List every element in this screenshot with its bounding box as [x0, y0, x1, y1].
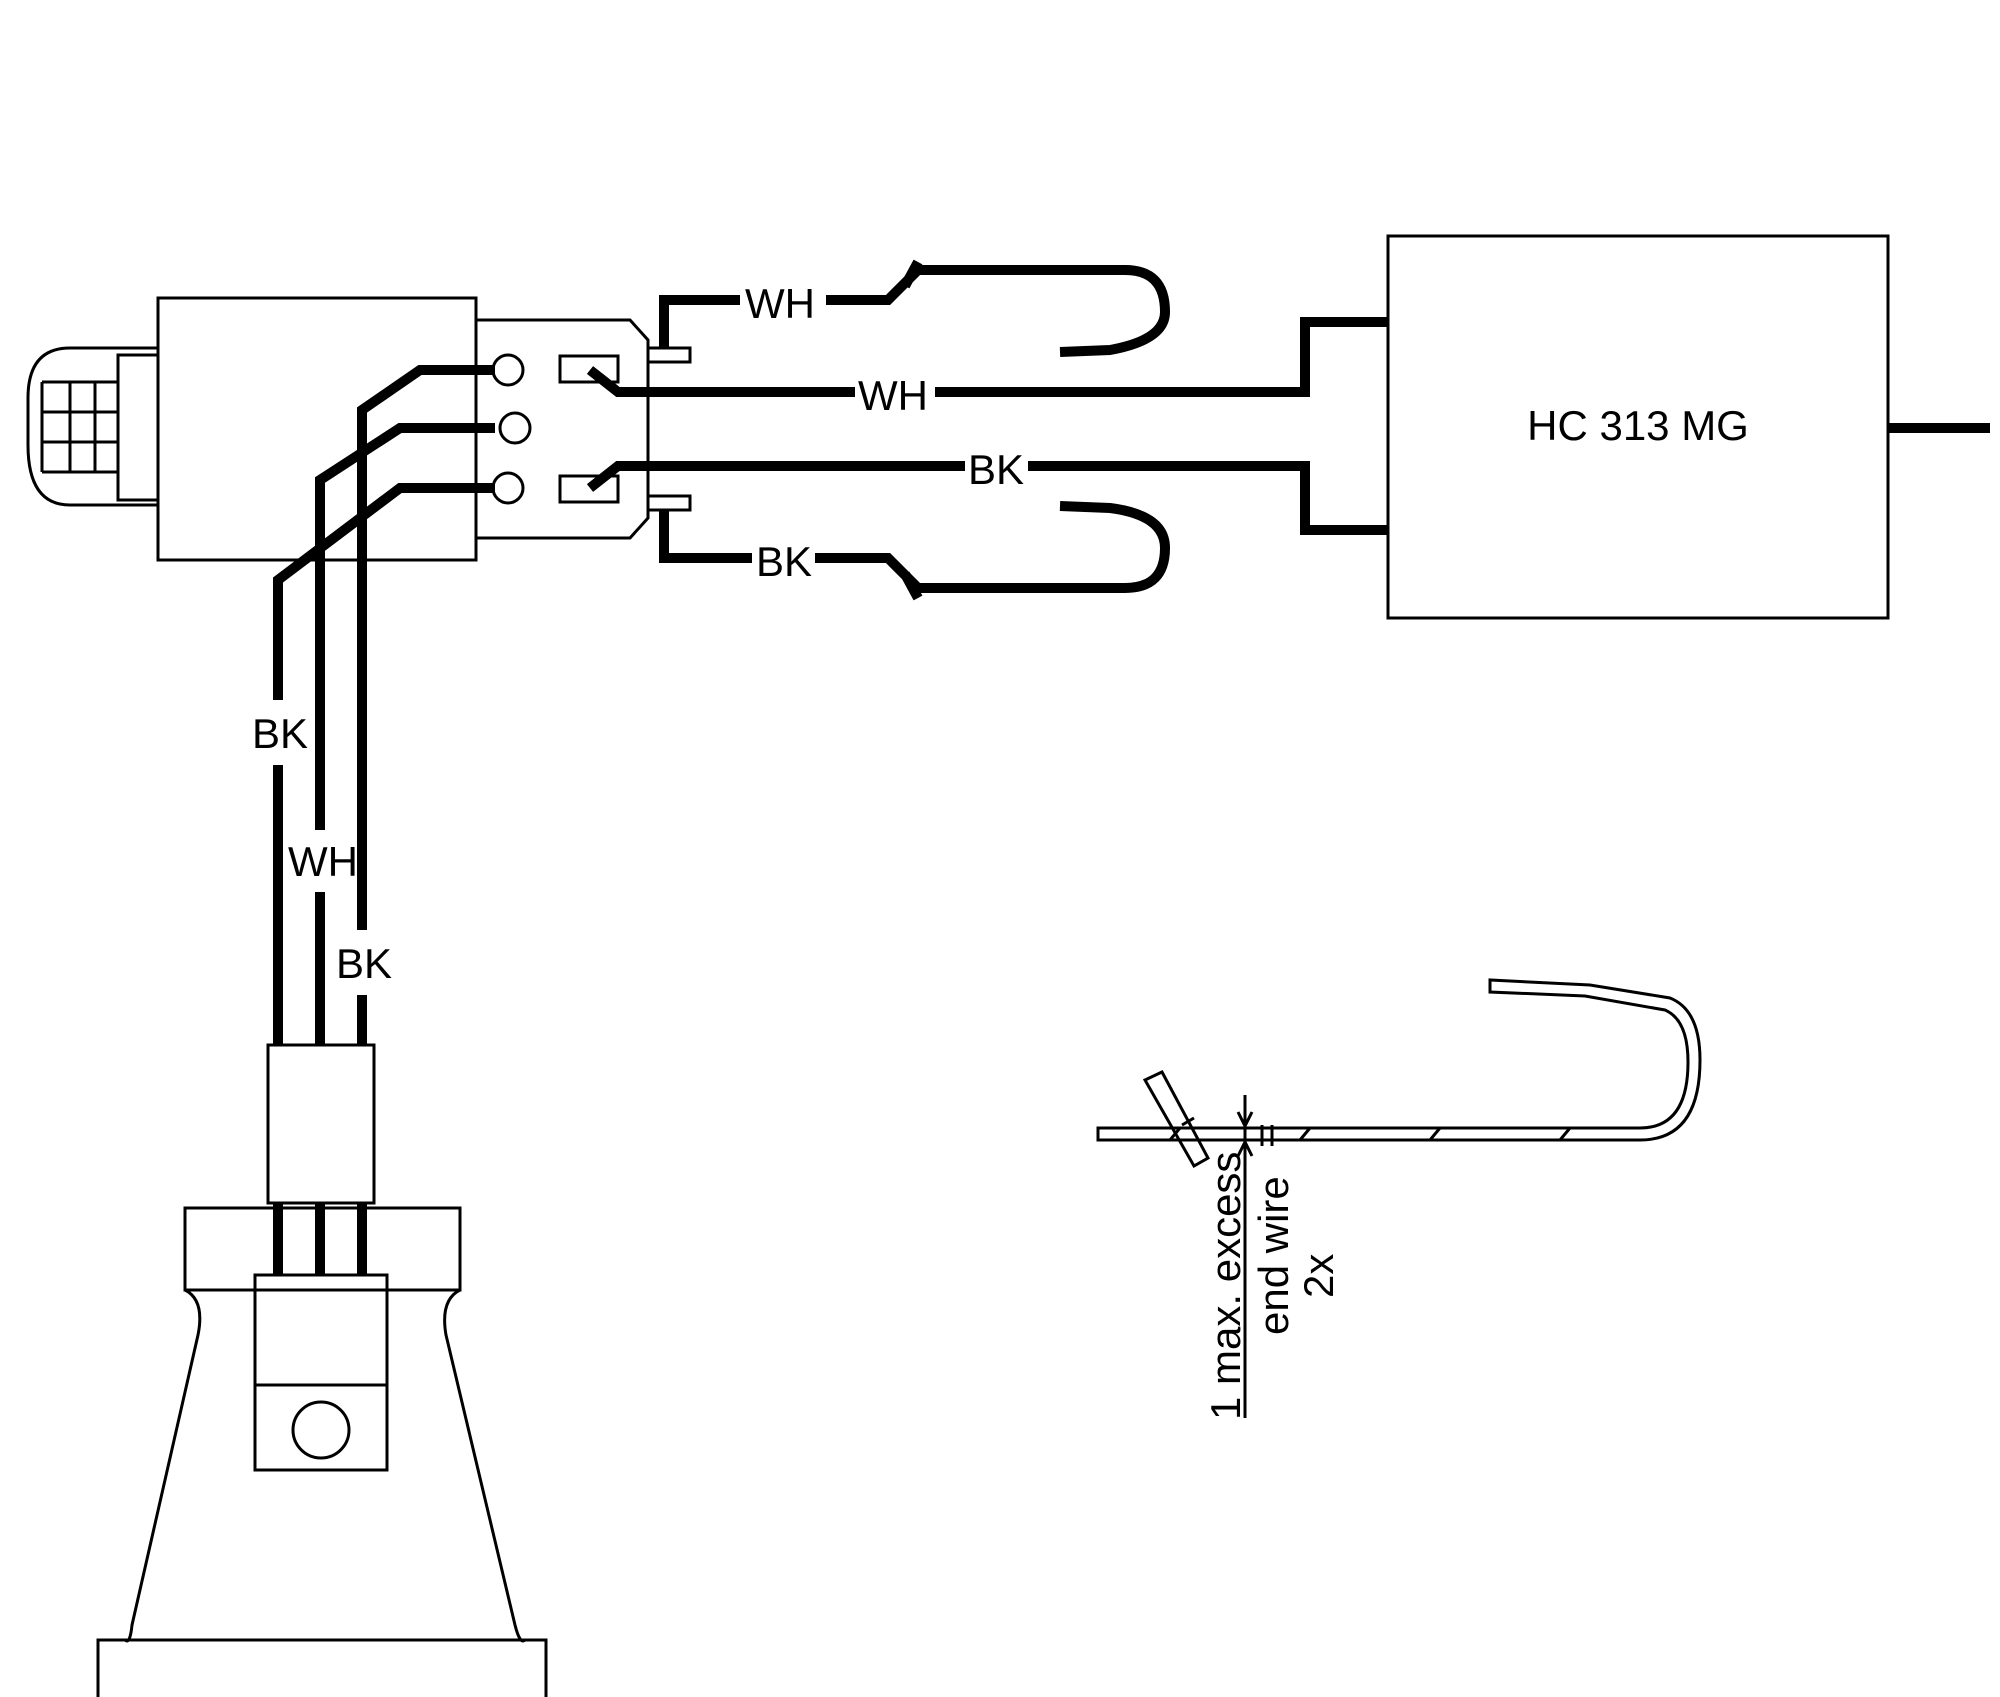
- terminal-clip-upper: [558, 354, 620, 384]
- terminal-screw-1: [491, 353, 525, 387]
- wiring: [273, 259, 1990, 1045]
- cable-gland: [26, 346, 158, 507]
- wire-end-detail: [1096, 978, 1702, 1418]
- label-upper-main: WH: [858, 372, 928, 419]
- label-top-loop: WH: [745, 280, 815, 327]
- ballast-box: HC 313 MG: [1386, 234, 1890, 620]
- terminal-screw-2: [498, 411, 532, 445]
- label-vertical-left: BK: [252, 710, 308, 757]
- label-vertical-right: BK: [336, 940, 392, 987]
- wire-top-loop: [659, 295, 740, 348]
- note-line-2: end wire: [1250, 1176, 1297, 1335]
- label-lower-main: BK: [968, 446, 1024, 493]
- lamp-reflector-rim: [96, 1638, 548, 1697]
- ballast-label: HC 313 MG: [1527, 402, 1749, 449]
- terminal-clip-lower: [558, 474, 620, 504]
- terminal-screw-3: [491, 471, 525, 505]
- socket-hole: [291, 1400, 351, 1460]
- note-line-1: 1 max. excess: [1202, 1152, 1249, 1420]
- wire-vertical-left: [273, 483, 495, 700]
- note-line-3: 2x: [1295, 1254, 1342, 1298]
- label-vertical-mid: WH: [288, 838, 358, 885]
- label-bottom-loop: BK: [756, 538, 812, 585]
- crimp-sleeve: [1142, 1070, 1211, 1169]
- terminal-block: [474, 318, 650, 540]
- gland-nut: [116, 353, 160, 502]
- lamp-base: [96, 1043, 548, 1697]
- cable-sleeve: [266, 1043, 376, 1205]
- lamp-socket: [253, 1273, 389, 1472]
- wire-bottom-loop: [659, 510, 752, 563]
- lamp-housing: [123, 1288, 527, 1643]
- wire-vertical-right: [357, 365, 495, 930]
